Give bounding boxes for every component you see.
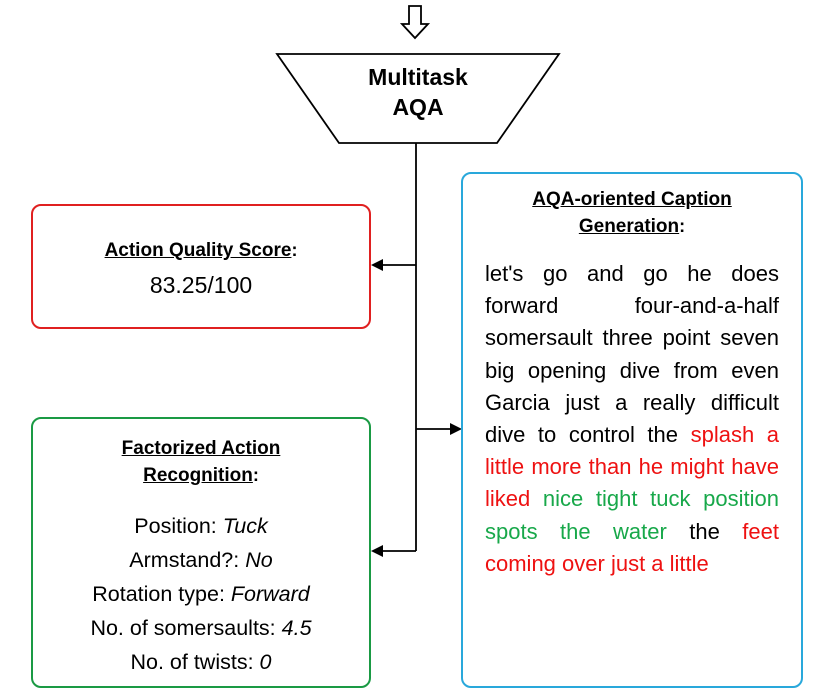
recognition-item-armstand: Armstand?: No bbox=[33, 543, 369, 577]
recognition-item-position: Position: Tuck bbox=[33, 509, 369, 543]
arrow-to-score bbox=[371, 259, 416, 271]
recognition-list: Position: Tuck Armstand?: No Rotation ty… bbox=[33, 509, 369, 679]
score-value: 83.25/100 bbox=[149, 272, 253, 298]
caption-segment: the bbox=[689, 518, 743, 544]
recognition-item-label: No. of somersaults: bbox=[90, 616, 282, 640]
recognition-item-rotation: Rotation type: Forward bbox=[33, 577, 369, 611]
factorized-action-recognition-box: Factorized Action Recognition: Position:… bbox=[31, 417, 371, 688]
caption-title-colon: : bbox=[679, 216, 686, 236]
multitask-aqa-label: Multitask AQA bbox=[300, 62, 536, 122]
recognition-item-twists: No. of twists: 0 bbox=[33, 645, 369, 679]
recognition-item-value: Forward bbox=[230, 582, 310, 606]
caption-title: AQA-oriented Caption Generation: bbox=[463, 186, 801, 240]
recognition-item-value: 4.5 bbox=[281, 616, 312, 640]
score-title-colon: : bbox=[291, 240, 298, 260]
caption-generation-box: AQA-oriented Caption Generation: let's g… bbox=[461, 172, 803, 688]
action-quality-score-box: Action Quality Score: 83.25/100 bbox=[31, 204, 371, 329]
recognition-item-label: No. of twists: bbox=[130, 650, 260, 674]
caption-segment: feet coming over just a little bbox=[485, 518, 779, 576]
caption-segment: nice tight tuck position spots the water bbox=[485, 486, 779, 544]
recognition-item-label: Position: bbox=[134, 514, 223, 538]
recognition-item-somersaults: No. of somersaults: 4.5 bbox=[33, 611, 369, 645]
score-title: Action Quality Score: bbox=[33, 240, 369, 262]
caption-title-line1: AQA-oriented Caption bbox=[532, 189, 732, 210]
caption-title-line2: Generation bbox=[578, 216, 680, 237]
caption-segment: splash a little more than he might have … bbox=[485, 422, 779, 512]
input-arrow-icon bbox=[399, 5, 431, 40]
recognition-title: Factorized Action Recognition: bbox=[33, 435, 369, 489]
score-title-text: Action Quality Score bbox=[104, 240, 292, 261]
caption-text: let's go and go he does forward four-and… bbox=[485, 258, 779, 580]
recognition-item-value: 0 bbox=[259, 650, 272, 674]
multitask-line1: Multitask bbox=[368, 64, 468, 90]
multitask-trapezoid bbox=[275, 53, 561, 144]
recognition-title-colon: : bbox=[252, 465, 259, 485]
arrow-to-caption bbox=[416, 423, 462, 435]
recognition-item-label: Rotation type: bbox=[92, 582, 231, 606]
arrow-to-recognition bbox=[371, 545, 416, 557]
caption-segment: let's go and go he does forward four-and… bbox=[485, 261, 779, 448]
recognition-title-line1: Factorized Action bbox=[121, 438, 281, 459]
recognition-item-label: Armstand?: bbox=[129, 548, 246, 572]
recognition-item-value: Tuck bbox=[222, 514, 268, 538]
recognition-title-line2: Recognition bbox=[143, 465, 253, 486]
recognition-item-value: No bbox=[245, 548, 273, 572]
multitask-line2: AQA bbox=[392, 94, 444, 120]
